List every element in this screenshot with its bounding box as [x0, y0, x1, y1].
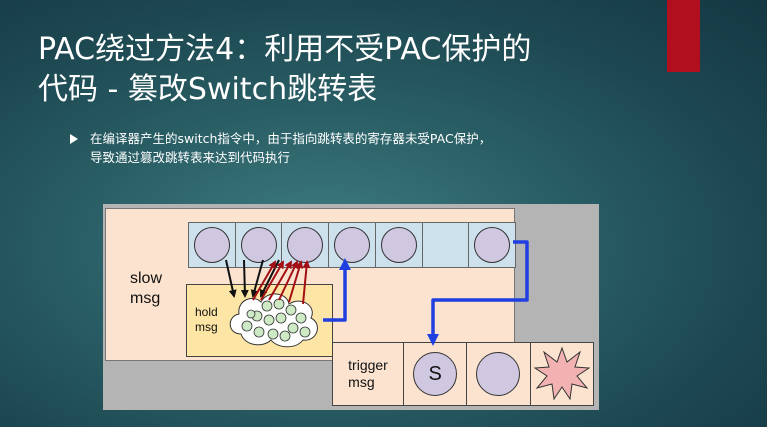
queue-message-circle — [334, 227, 371, 263]
bubble — [273, 298, 285, 310]
queue-message-circle — [240, 227, 277, 263]
bubble — [246, 309, 256, 319]
hold-label-line-2: msg — [195, 320, 218, 334]
slide-title: PAC绕过方法4：利用不受PAC保护的 代码 - 篡改Switch跳转表 — [38, 30, 658, 110]
bubble — [287, 322, 299, 334]
s-letter: S — [428, 362, 442, 385]
bubble — [241, 320, 253, 332]
title-line-2: 代码 - 篡改Switch跳转表 — [38, 72, 378, 107]
queue-slot-empty — [423, 223, 470, 267]
slow-label-line-1: slow — [130, 270, 163, 287]
cloud-icon — [229, 293, 318, 348]
queue-slot — [329, 223, 376, 267]
bubble — [253, 326, 265, 338]
bubble — [299, 326, 311, 338]
trigger-slot-s: S — [404, 343, 468, 405]
trigger-label-line-1: trigger — [348, 357, 388, 373]
accent-bar — [667, 0, 700, 72]
title-line-1: PAC绕过方法4：利用不受PAC保护的 — [38, 32, 532, 67]
trigger-slot-burst — [531, 343, 593, 405]
slow-msg-label: slow msg — [130, 269, 162, 309]
explosion-burst-icon — [533, 346, 591, 401]
bullet-item: 在编译器产生的switch指令中，由于指向跳转表的寄存器未受PAC保护， 导致通… — [64, 129, 704, 167]
bubble — [279, 330, 291, 342]
bubble — [275, 312, 287, 324]
heap-diagram: slow msg hold msg — [103, 204, 599, 410]
s-message-circle: S — [413, 352, 458, 396]
bubble — [285, 304, 297, 316]
queue-message-circle — [380, 227, 417, 263]
queue-slot — [236, 223, 283, 267]
queue-message-circle — [193, 227, 230, 263]
queue-slot — [282, 223, 330, 267]
message-circle — [476, 352, 521, 396]
trigger-msg-label: trigger msg — [333, 343, 404, 405]
bullet-line-2: 导致通过篡改跳转表来达到代码执行 — [90, 150, 291, 165]
bullet-line-1: 在编译器产生的switch指令中，由于指向跳转表的寄存器未受PAC保护， — [90, 131, 492, 146]
bubble — [261, 300, 273, 312]
queue-slot — [376, 223, 423, 267]
queue-message-circle — [474, 227, 511, 263]
hold-msg-label: hold msg — [195, 305, 218, 335]
slow-label-line-2: msg — [130, 290, 161, 307]
hold-label-line-1: hold — [195, 305, 218, 319]
queue-slot — [189, 223, 236, 267]
queue-slot — [469, 223, 515, 267]
trigger-slot — [467, 343, 531, 405]
bubble — [295, 312, 307, 324]
bubble — [267, 328, 279, 340]
bubble — [263, 314, 275, 326]
queue-row — [188, 222, 516, 268]
trigger-label-line-2: msg — [348, 374, 375, 390]
trigger-msg-box: trigger msg S — [332, 342, 594, 406]
bullet-text: 在编译器产生的switch指令中，由于指向跳转表的寄存器未受PAC保护， 导致通… — [90, 129, 704, 167]
triangle-bullet-icon — [70, 134, 78, 144]
queue-message-circle — [287, 227, 324, 263]
